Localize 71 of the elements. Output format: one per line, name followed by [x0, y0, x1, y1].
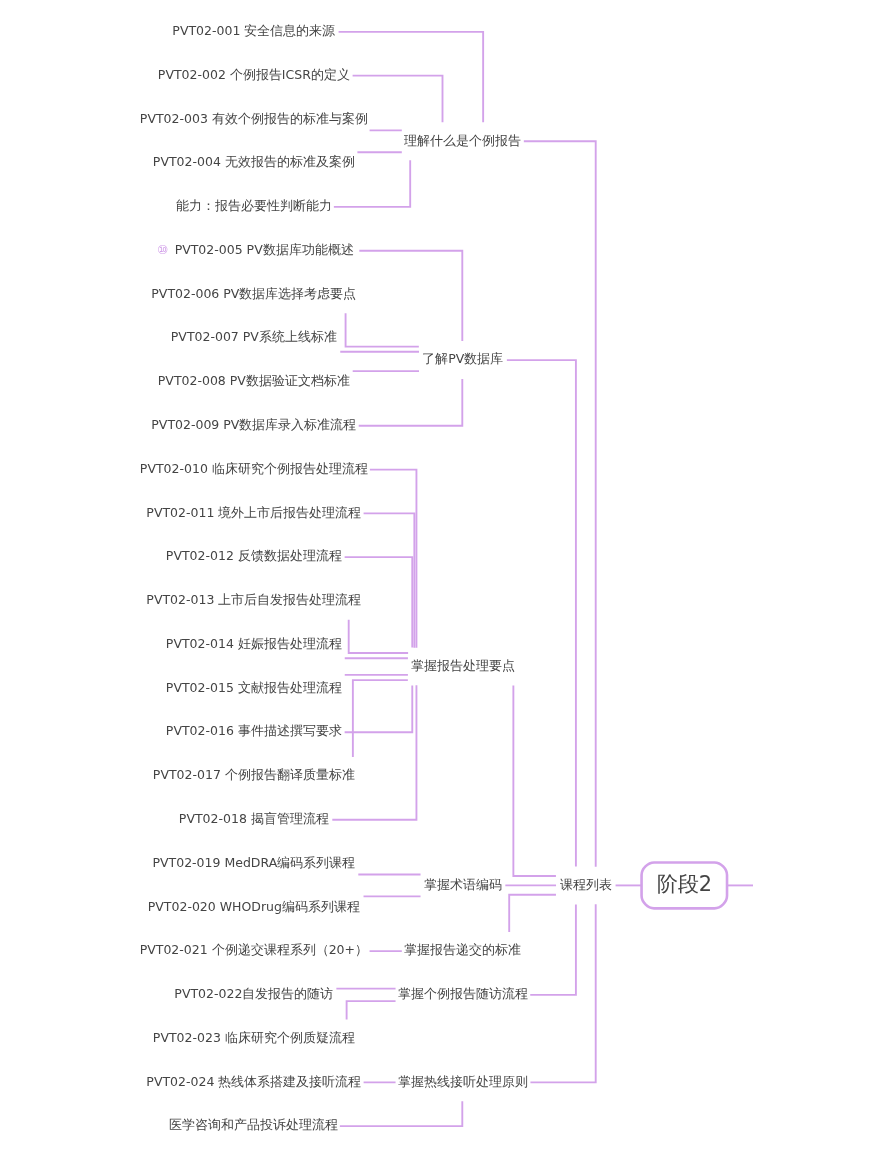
- connector: [507, 893, 557, 933]
- node-text: PVT02-012 反馈数据处理流程: [165, 548, 342, 564]
- connector: [344, 312, 420, 348]
- node-text: PVT02-015 文献报告处理流程: [165, 679, 342, 695]
- node-text: PVT02-004 无效报告的标准及案例: [152, 154, 355, 170]
- node-text: PVT02-019 MedDRA编码系列课程: [151, 854, 355, 870]
- connector: [343, 657, 409, 660]
- node-label: ⑩: [156, 242, 168, 258]
- connector: [332, 159, 411, 208]
- connector: [351, 370, 420, 372]
- connector: [368, 468, 417, 649]
- connector: [357, 378, 463, 427]
- connector: [362, 1081, 396, 1084]
- connector: [505, 359, 577, 868]
- connector: [330, 684, 417, 821]
- node-text: PVT02-005 PV数据库功能概述: [174, 242, 354, 258]
- node-text: 课程列表: [559, 876, 612, 892]
- node-text: PVT02-023 临床研究个例质疑流程: [152, 1029, 355, 1045]
- node-text: 掌握热线接听处理原则: [397, 1073, 528, 1089]
- node-text: PVT02-020 WHODrug编码系列课程: [147, 898, 360, 914]
- connector: [362, 895, 421, 898]
- node-text: PVT02-003 有效个例报告的标准与案例: [139, 110, 368, 126]
- connector: [337, 30, 484, 124]
- node-text: PVT02-024 热线体系搭建及接听流程: [145, 1073, 361, 1089]
- node-text: 能力：报告必要性判断能力: [175, 198, 332, 214]
- node-text: PVT02-018 揭盲管理流程: [178, 810, 329, 826]
- connector: [334, 987, 396, 990]
- connector: [347, 618, 409, 654]
- connector: [351, 679, 409, 758]
- node-text: PVT02-009 PV数据库录入标准流程: [150, 417, 356, 433]
- node-text: 掌握个例报告随访流程: [397, 986, 528, 1002]
- connector: [522, 140, 597, 868]
- node-text: PVT02-008 PV数据验证文档标准: [157, 373, 350, 389]
- connector: [338, 350, 420, 353]
- node-text: PVT02-021 个例递交课程系列（20+）: [139, 942, 368, 958]
- connector: [725, 884, 754, 887]
- node-text: 掌握报告递交的标准: [403, 942, 521, 958]
- node-text: PVT02-013 上市后自发报告处理流程: [145, 592, 361, 608]
- connector: [503, 884, 557, 887]
- connector: [343, 556, 413, 649]
- node-text: PVT02-007 PV系统上线标准: [170, 329, 337, 345]
- connector: [357, 249, 463, 342]
- connector: [614, 884, 642, 887]
- node-text: 理解什么是个例报告: [403, 132, 521, 148]
- node-text: PVT02-002 个例报告ICSR的定义: [157, 66, 350, 82]
- connector: [345, 1000, 396, 1021]
- node-text: PVT02-011 境外上市后报告处理流程: [145, 504, 361, 520]
- connector: [368, 950, 403, 952]
- connector: [351, 74, 443, 124]
- node-text: PVT02-001 安全信息的来源: [171, 23, 335, 39]
- node-text: 了解PV数据库: [421, 351, 503, 367]
- connector: [343, 673, 409, 676]
- connector: [528, 903, 577, 996]
- node-text: PVT02-014 妊娠报告处理流程: [165, 635, 342, 651]
- node-text: PVT02-016 事件描述撰写要求: [165, 723, 342, 739]
- node-text: PVT02-017 个例报告翻译质量标准: [152, 767, 355, 783]
- connector: [343, 684, 413, 734]
- node-text: 掌握报告处理要点: [410, 657, 515, 673]
- connector: [362, 512, 415, 649]
- connector: [355, 151, 403, 154]
- node-text: PVT02-006 PV数据库选择考虑要点: [150, 285, 356, 301]
- node-text: PVT02-022自发报告的随访: [173, 986, 333, 1002]
- connector: [511, 684, 557, 877]
- node-text: 医学咨询和产品投诉处理流程: [168, 1117, 338, 1133]
- node-box: 阶段2: [639, 861, 728, 910]
- connector: [338, 1100, 463, 1128]
- connector: [368, 129, 403, 132]
- connector: [356, 873, 421, 876]
- node-text: 掌握术语编码: [423, 876, 502, 892]
- connector: [529, 903, 597, 1084]
- node-text: PVT02-010 临床研究个例报告处理流程: [139, 460, 368, 476]
